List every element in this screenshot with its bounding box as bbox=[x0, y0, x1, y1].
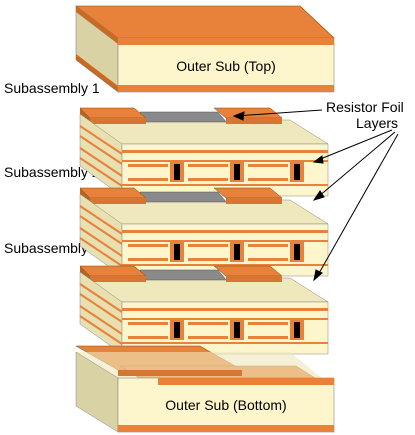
subassembly-2 bbox=[79, 187, 329, 277]
resistor-arrows bbox=[232, 109, 399, 282]
top-sub-left-copper-bottom bbox=[76, 54, 118, 92]
bottom-sub-front bbox=[117, 377, 335, 433]
top-sub-front-copper-bottom bbox=[118, 85, 334, 92]
outer-sub-bottom: Outer Sub (Bottom) bbox=[75, 345, 335, 433]
bottom-sub-label: Outer Sub (Bottom) bbox=[165, 397, 286, 413]
top-sub-label: Outer Sub (Top) bbox=[176, 58, 276, 74]
top-sub-left-copper bbox=[76, 6, 118, 44]
subassembly-3 bbox=[79, 265, 329, 355]
bottom-sub-front-copper-left bbox=[118, 370, 242, 376]
subassembly-1 bbox=[79, 107, 329, 197]
top-sub-copper-top bbox=[75, 5, 335, 39]
top-sub-front bbox=[117, 37, 335, 93]
bottom-sub-front-copper-top bbox=[158, 378, 334, 385]
resistor-foil-label: Resistor Foil bbox=[326, 99, 404, 115]
top-sub-front-copper-top bbox=[118, 38, 334, 45]
subassembly-2-label: Subassembly 2 bbox=[4, 164, 100, 180]
bottom-sub-front-copper-bottom bbox=[118, 425, 334, 432]
subassembly-1-label: Subassembly 1 bbox=[4, 80, 100, 96]
outer-sub-top: Outer Sub (Top) bbox=[75, 5, 335, 93]
resistor-layers-label: Layers bbox=[356, 115, 398, 131]
subassembly-3-label: Subassembly 3 bbox=[4, 240, 100, 256]
